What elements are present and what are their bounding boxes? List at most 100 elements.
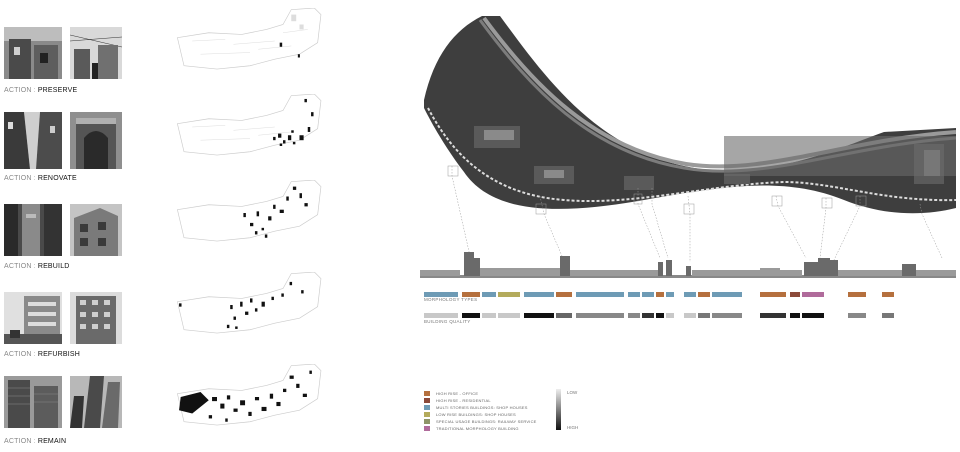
morphology-bar (848, 292, 866, 297)
street-photo (70, 376, 122, 428)
morphology-bar (462, 292, 480, 297)
quality-gradient-scale (556, 389, 561, 430)
classification-bars (420, 292, 956, 322)
street-photo (70, 27, 122, 79)
action-label: ACTION:REMAIN (4, 438, 66, 445)
street-photo (4, 112, 62, 169)
morphology-bar (802, 292, 824, 297)
quality-bar (576, 313, 624, 318)
legend-item: LOW RISE BUILDINGS: SHOP HOUSES (424, 411, 537, 418)
action-prefix: ACTION (4, 438, 32, 445)
quality-bar (712, 313, 742, 318)
legend-swatch (424, 419, 430, 424)
legend-label: LOW RISE BUILDINGS: SHOP HOUSES (436, 412, 516, 417)
street-photo (4, 292, 62, 344)
legend-swatch (424, 426, 430, 431)
morphology-bar (698, 292, 710, 297)
legend-item: HIGH RISE - RESIDENTIAL (424, 397, 537, 404)
site-plan-remain (160, 364, 340, 430)
site-plan-renovate (160, 94, 340, 160)
quality-low-label: LOW (567, 390, 578, 395)
morphology-types-label: MORPHOLOGY TYPES (424, 297, 478, 302)
quality-bar (790, 313, 800, 318)
street-photo (70, 204, 122, 256)
site-plan-rebuild (160, 180, 340, 246)
quality-bar (760, 313, 786, 318)
legend-swatch (424, 391, 430, 396)
action-verb: REBUILD (37, 263, 70, 270)
quality-bar (684, 313, 696, 318)
street-photo (4, 376, 62, 428)
morphology-bar (498, 292, 520, 297)
quality-bar (524, 313, 554, 318)
aerial-site-photo (424, 16, 957, 222)
action-separator: : (33, 351, 36, 358)
quality-bar (482, 313, 496, 318)
quality-bar (656, 313, 664, 318)
action-prefix: ACTION (4, 351, 32, 358)
action-verb: PRESERVE (37, 87, 78, 94)
legend-swatch (424, 405, 430, 410)
action-verb: RENOVATE (37, 175, 77, 182)
quality-bar (498, 313, 520, 318)
quality-bar (666, 313, 674, 318)
morphology-bar (424, 292, 458, 297)
quality-bar (848, 313, 866, 318)
legend-label: TRADITIONAL MORPHOLOGY BUILDING (436, 426, 519, 431)
morphology-bar (628, 292, 640, 297)
street-elevation (420, 248, 956, 278)
action-label: ACTION:RENOVATE (4, 175, 77, 182)
morphology-bar (666, 292, 674, 297)
quality-bar (882, 313, 894, 318)
street-photo (4, 27, 62, 79)
quality-high-label: HIGH (567, 425, 579, 430)
quality-bar (628, 313, 640, 318)
street-photo (70, 112, 122, 169)
quality-bar (556, 313, 572, 318)
morphology-bar (576, 292, 624, 297)
quality-bar (642, 313, 654, 318)
morphology-bar (524, 292, 554, 297)
legend-label: MULTI STORIES BUILDINGS: SHOP HOUSES (436, 405, 528, 410)
morphology-bar (642, 292, 654, 297)
legend-swatch (424, 412, 430, 417)
action-separator: : (33, 87, 36, 94)
legend-item: TRADITIONAL MORPHOLOGY BUILDING (424, 425, 537, 432)
quality-bar (698, 313, 710, 318)
quality-bar (424, 313, 458, 318)
action-prefix: ACTION (4, 175, 32, 182)
morphology-bar (760, 292, 786, 297)
action-prefix: ACTION (4, 87, 32, 94)
quality-bar (462, 313, 480, 318)
morphology-bar (656, 292, 664, 297)
street-photo (70, 292, 122, 344)
morphology-bar (684, 292, 696, 297)
morphology-bar (482, 292, 496, 297)
morphology-bar (556, 292, 572, 297)
legend-swatch (424, 398, 430, 403)
site-plan-refurbish (160, 272, 340, 338)
building-quality-label: BUILDING QUALITY (424, 319, 471, 324)
action-verb: REMAIN (37, 438, 67, 445)
action-label: ACTION:PRESERVE (4, 87, 77, 94)
action-prefix: ACTION (4, 263, 32, 270)
morphology-bar (712, 292, 742, 297)
legend: HIGH RISE - OFFICE HIGH RISE - RESIDENTI… (424, 390, 537, 432)
legend-item: MULTI STORIES BUILDINGS: SHOP HOUSES (424, 404, 537, 411)
legend-item: HIGH RISE - OFFICE (424, 390, 537, 397)
action-label: ACTION:REFURBISH (4, 351, 80, 358)
legend-label: HIGH RISE - OFFICE (436, 391, 479, 396)
site-plan-preserve (160, 8, 340, 74)
action-separator: : (33, 263, 36, 270)
street-photo (4, 204, 62, 256)
action-label: ACTION:REBUILD (4, 263, 70, 270)
legend-label: HIGH RISE - RESIDENTIAL (436, 398, 491, 403)
action-verb: REFURBISH (37, 351, 81, 358)
action-separator: : (33, 438, 36, 445)
legend-label: SPECIAL USAGE BUILDINGS: RAILWAY SERVICE (436, 419, 537, 424)
morphology-bar (882, 292, 894, 297)
legend-item: SPECIAL USAGE BUILDINGS: RAILWAY SERVICE (424, 418, 537, 425)
morphology-bar (790, 292, 800, 297)
action-separator: : (33, 175, 36, 182)
quality-bar (802, 313, 824, 318)
